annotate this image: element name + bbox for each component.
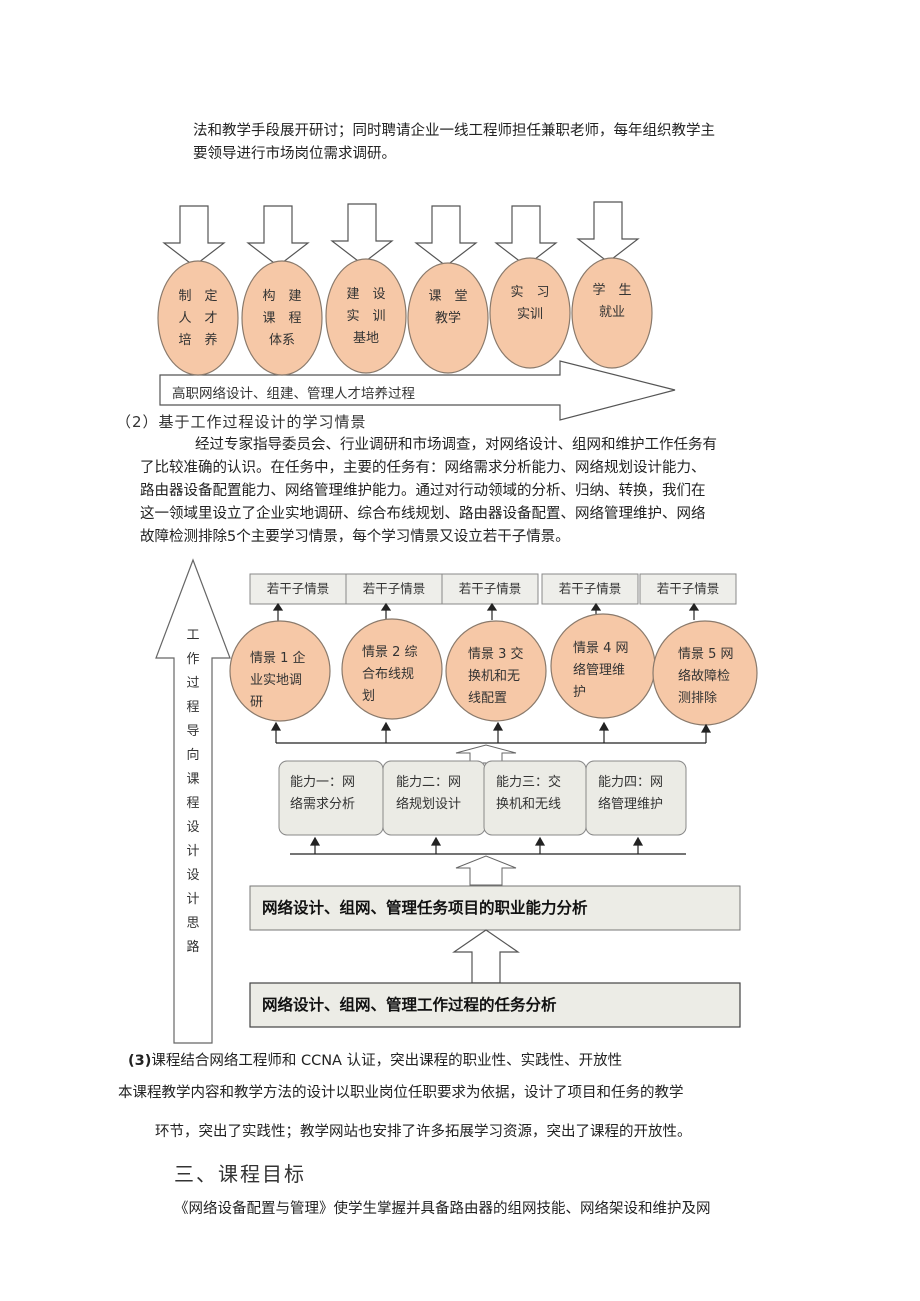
design-diagram: 工作过程导向课程设计设计思路 若干子情景 若干子情景 若干子情景 若干子情景 若… <box>150 558 760 1048</box>
section2-line: 故障检测排除5个主要学习情景，每个学习情景又设立若干子情景。 <box>140 529 570 545</box>
scenario-label-4: 情景 4 网 络管理维 护 <box>573 641 629 700</box>
process-diagram-graphics <box>157 201 676 421</box>
hollow-up-arrow-top <box>455 744 517 764</box>
chapter-title: 三、课程目标 <box>174 1162 306 1186</box>
section3-line-1: 本课程教学内容和教学方法的设计以职业岗位任职要求为依据，设计了项目和任务的教学 <box>118 1085 684 1101</box>
down-arrow-6 <box>576 201 640 263</box>
scenario-circle-1 <box>229 620 331 722</box>
sub-scenario-box-2 <box>345 573 443 605</box>
stage-ellipse-6 <box>571 257 653 369</box>
intro-paragraph: 法和教学手段展开研讨；同时聘请企业一线工程师担任兼职老师，每年组织教学主 要领导… <box>193 120 813 166</box>
stage-label-2: 构 建 课 程 体系 <box>262 289 302 348</box>
scenario-label-3: 情景 3 交 换机和无 线配置 <box>468 647 524 706</box>
section3-heading: (3)课程结合网络工程师和 CCNA 认证，突出课程的职业性、实践性、开放性 <box>128 1049 622 1070</box>
sub-scenario-label-1: 若干子情景 <box>266 581 330 596</box>
sub-scenario-label-5: 若干子情景 <box>656 581 720 596</box>
sub-scenario-box-5 <box>639 573 737 605</box>
stage-ellipse-2 <box>241 260 323 376</box>
ability-box-4 <box>585 760 687 836</box>
sub-scenario-box-3 <box>441 573 539 605</box>
intro-line: 法和教学手段展开研讨；同时聘请企业一线工程师担任兼职老师，每年组织教学主 <box>193 123 715 139</box>
stage-label-4: 课 堂 教学 <box>428 289 468 326</box>
scenario-circle-3 <box>445 620 547 722</box>
scenario-circle-5 <box>652 620 758 726</box>
task-analysis-bar <box>249 982 741 1028</box>
intro-line: 要领导进行市场岗位需求调研。 <box>193 146 396 162</box>
scenario-label-2: 情景 2 综 合布线规 划 <box>362 645 418 704</box>
ability-analysis-label: 网络设计、组网、管理任务项目的职业能力分析 <box>262 899 588 917</box>
vertical-big-arrow <box>155 558 231 1044</box>
stage-label-3: 建 设 实 训 基地 <box>346 287 386 346</box>
ability-label-2: 能力二：网 络规划设计 <box>396 775 462 812</box>
ability-label-4: 能力四：网 络管理维护 <box>598 775 664 812</box>
hollow-up-arrow-bottom <box>452 929 520 984</box>
ability-analysis-bar <box>249 885 741 931</box>
task-analysis-label: 网络设计、组网、管理工作过程的任务分析 <box>262 996 557 1014</box>
down-arrow-2 <box>246 205 310 267</box>
scenario-circle-2 <box>341 618 443 720</box>
stage-label-1: 制 定 人 才 培 养 <box>178 289 218 348</box>
stage-ellipse-3 <box>325 258 407 374</box>
process-big-arrow <box>159 360 676 421</box>
sub-scenario-label-3: 若干子情景 <box>458 581 522 596</box>
down-arrow-1 <box>162 205 226 267</box>
chapter-first-line: 《网络设备配置与管理》使学生掌握并具备路由器的组网技能、网络架设和维护及网 <box>174 1201 711 1217</box>
section2-line: 路由器设备配置能力、网络管理维护能力。通过对行动领域的分析、归纳、转换，我们在 <box>140 483 706 499</box>
down-arrow-3 <box>330 203 394 265</box>
stage-ellipse-5 <box>489 257 571 369</box>
process-diagram: 制 定 人 才 培 养 构 建 课 程 体系 建 设 实 训 基地 课 堂 教学… <box>150 198 690 428</box>
ability-label-3: 能力三：交 换机和无线 <box>496 775 562 812</box>
section2-body: 经过专家指导委员会、行业调研和市场调查，对网络设计、组网和维护工作任务有 了比较… <box>140 434 810 549</box>
sub-scenario-label-2: 若干子情景 <box>362 581 426 596</box>
section2-line: 了比较准确的认识。在任务中，主要的任务有：网络需求分析能力、网络规划设计能力、 <box>140 460 706 476</box>
vertical-design-label: 工作过程导向课程设计设计思路 <box>186 628 200 955</box>
stage-label-5: 实 习 实训 <box>510 285 550 322</box>
ability-label-1: 能力一：网 络需求分析 <box>290 775 356 812</box>
section3-line-2: 环节，突出了实践性；教学网站也安排了许多拓展学习资源，突出了课程的开放性。 <box>155 1124 692 1140</box>
scenario-label-5: 情景 5 网 络故障检 测排除 <box>678 647 734 706</box>
design-diagram-graphics <box>155 558 758 1044</box>
stage-label-6: 学 生 就业 <box>592 283 632 320</box>
down-arrow-4 <box>414 205 478 267</box>
scenario-label-1: 情景 1 企 业实地调 研 <box>250 651 306 710</box>
sub-scenario-box-1 <box>249 573 347 605</box>
sub-scenario-label-4: 若干子情景 <box>558 581 622 596</box>
down-arrow-5 <box>494 205 558 267</box>
section2-heading: （2）基于工作过程设计的学习情景 <box>116 413 367 431</box>
process-arrow-caption: 高职网络设计、组建、管理人才培养过程 <box>172 386 415 402</box>
sub-scenario-box-4 <box>541 573 639 605</box>
section2-line: 经过专家指导委员会、行业调研和市场调查，对网络设计、组网和维护工作任务有 <box>195 437 717 453</box>
hollow-up-arrow-mid <box>455 855 517 886</box>
section3-heading-text: 课程结合网络工程师和 CCNA 认证，突出课程的职业性、实践性、开放性 <box>151 1053 623 1069</box>
stage-ellipse-4 <box>407 262 489 374</box>
section2-line: 这一领域里设立了企业实地调研、综合布线规划、路由器设备配置、网络管理维护、网络 <box>140 506 706 522</box>
section3-heading-num: (3) <box>128 1053 152 1069</box>
stage-ellipse-1 <box>157 260 239 376</box>
